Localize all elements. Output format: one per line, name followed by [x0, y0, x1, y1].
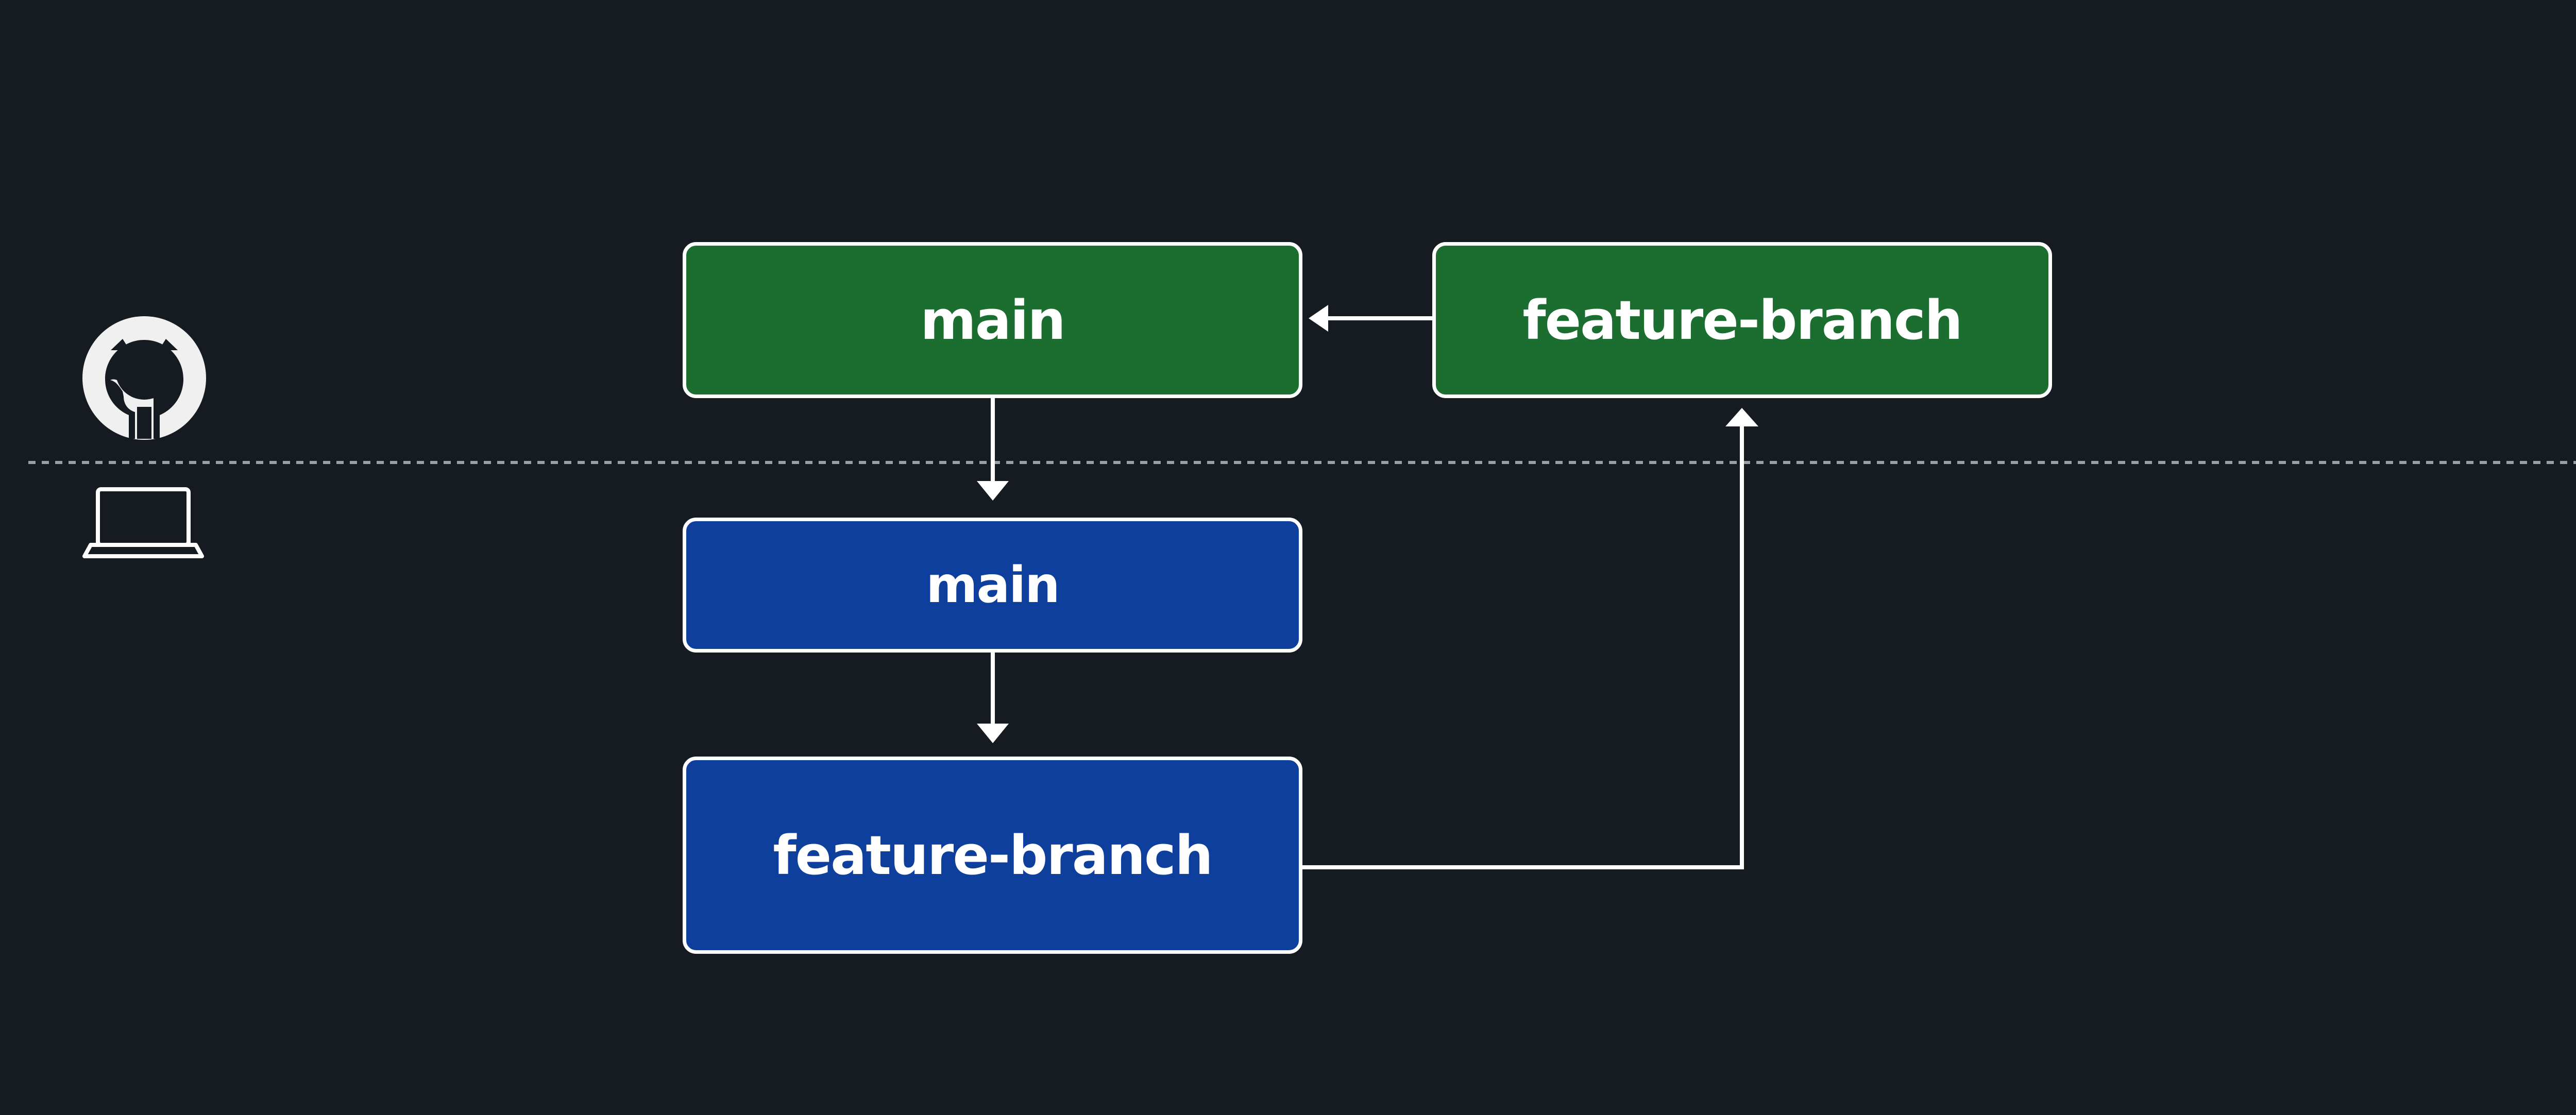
arrow-remote-main-to-local-main [977, 398, 1009, 501]
local-feature-branch-label: feature-branch [773, 824, 1213, 887]
github-icon [82, 316, 206, 440]
arrow-local-main-to-local-feature [977, 653, 1009, 743]
remote-feature-branch-box: feature-branch [1432, 242, 2052, 398]
arrow-local-feature-to-remote-feature [1302, 408, 1758, 869]
remote-feature-fill [1434, 244, 2050, 397]
local-main-fill [684, 519, 1301, 651]
arrow-remote-feature-to-remote-main [1309, 305, 1432, 332]
laptop-icon [82, 487, 204, 558]
local-feature-fill [684, 758, 1301, 952]
remote-main-branch-label: main [920, 288, 1065, 352]
local-main-branch-label: main [926, 556, 1060, 614]
remote-main-fill [684, 244, 1301, 397]
local-feature-branch-box: feature-branch [683, 757, 1302, 954]
remote-main-branch-box: main [683, 242, 1302, 398]
local-main-branch-box: main [683, 518, 1302, 653]
remote-feature-branch-label: feature-branch [1522, 288, 1962, 352]
